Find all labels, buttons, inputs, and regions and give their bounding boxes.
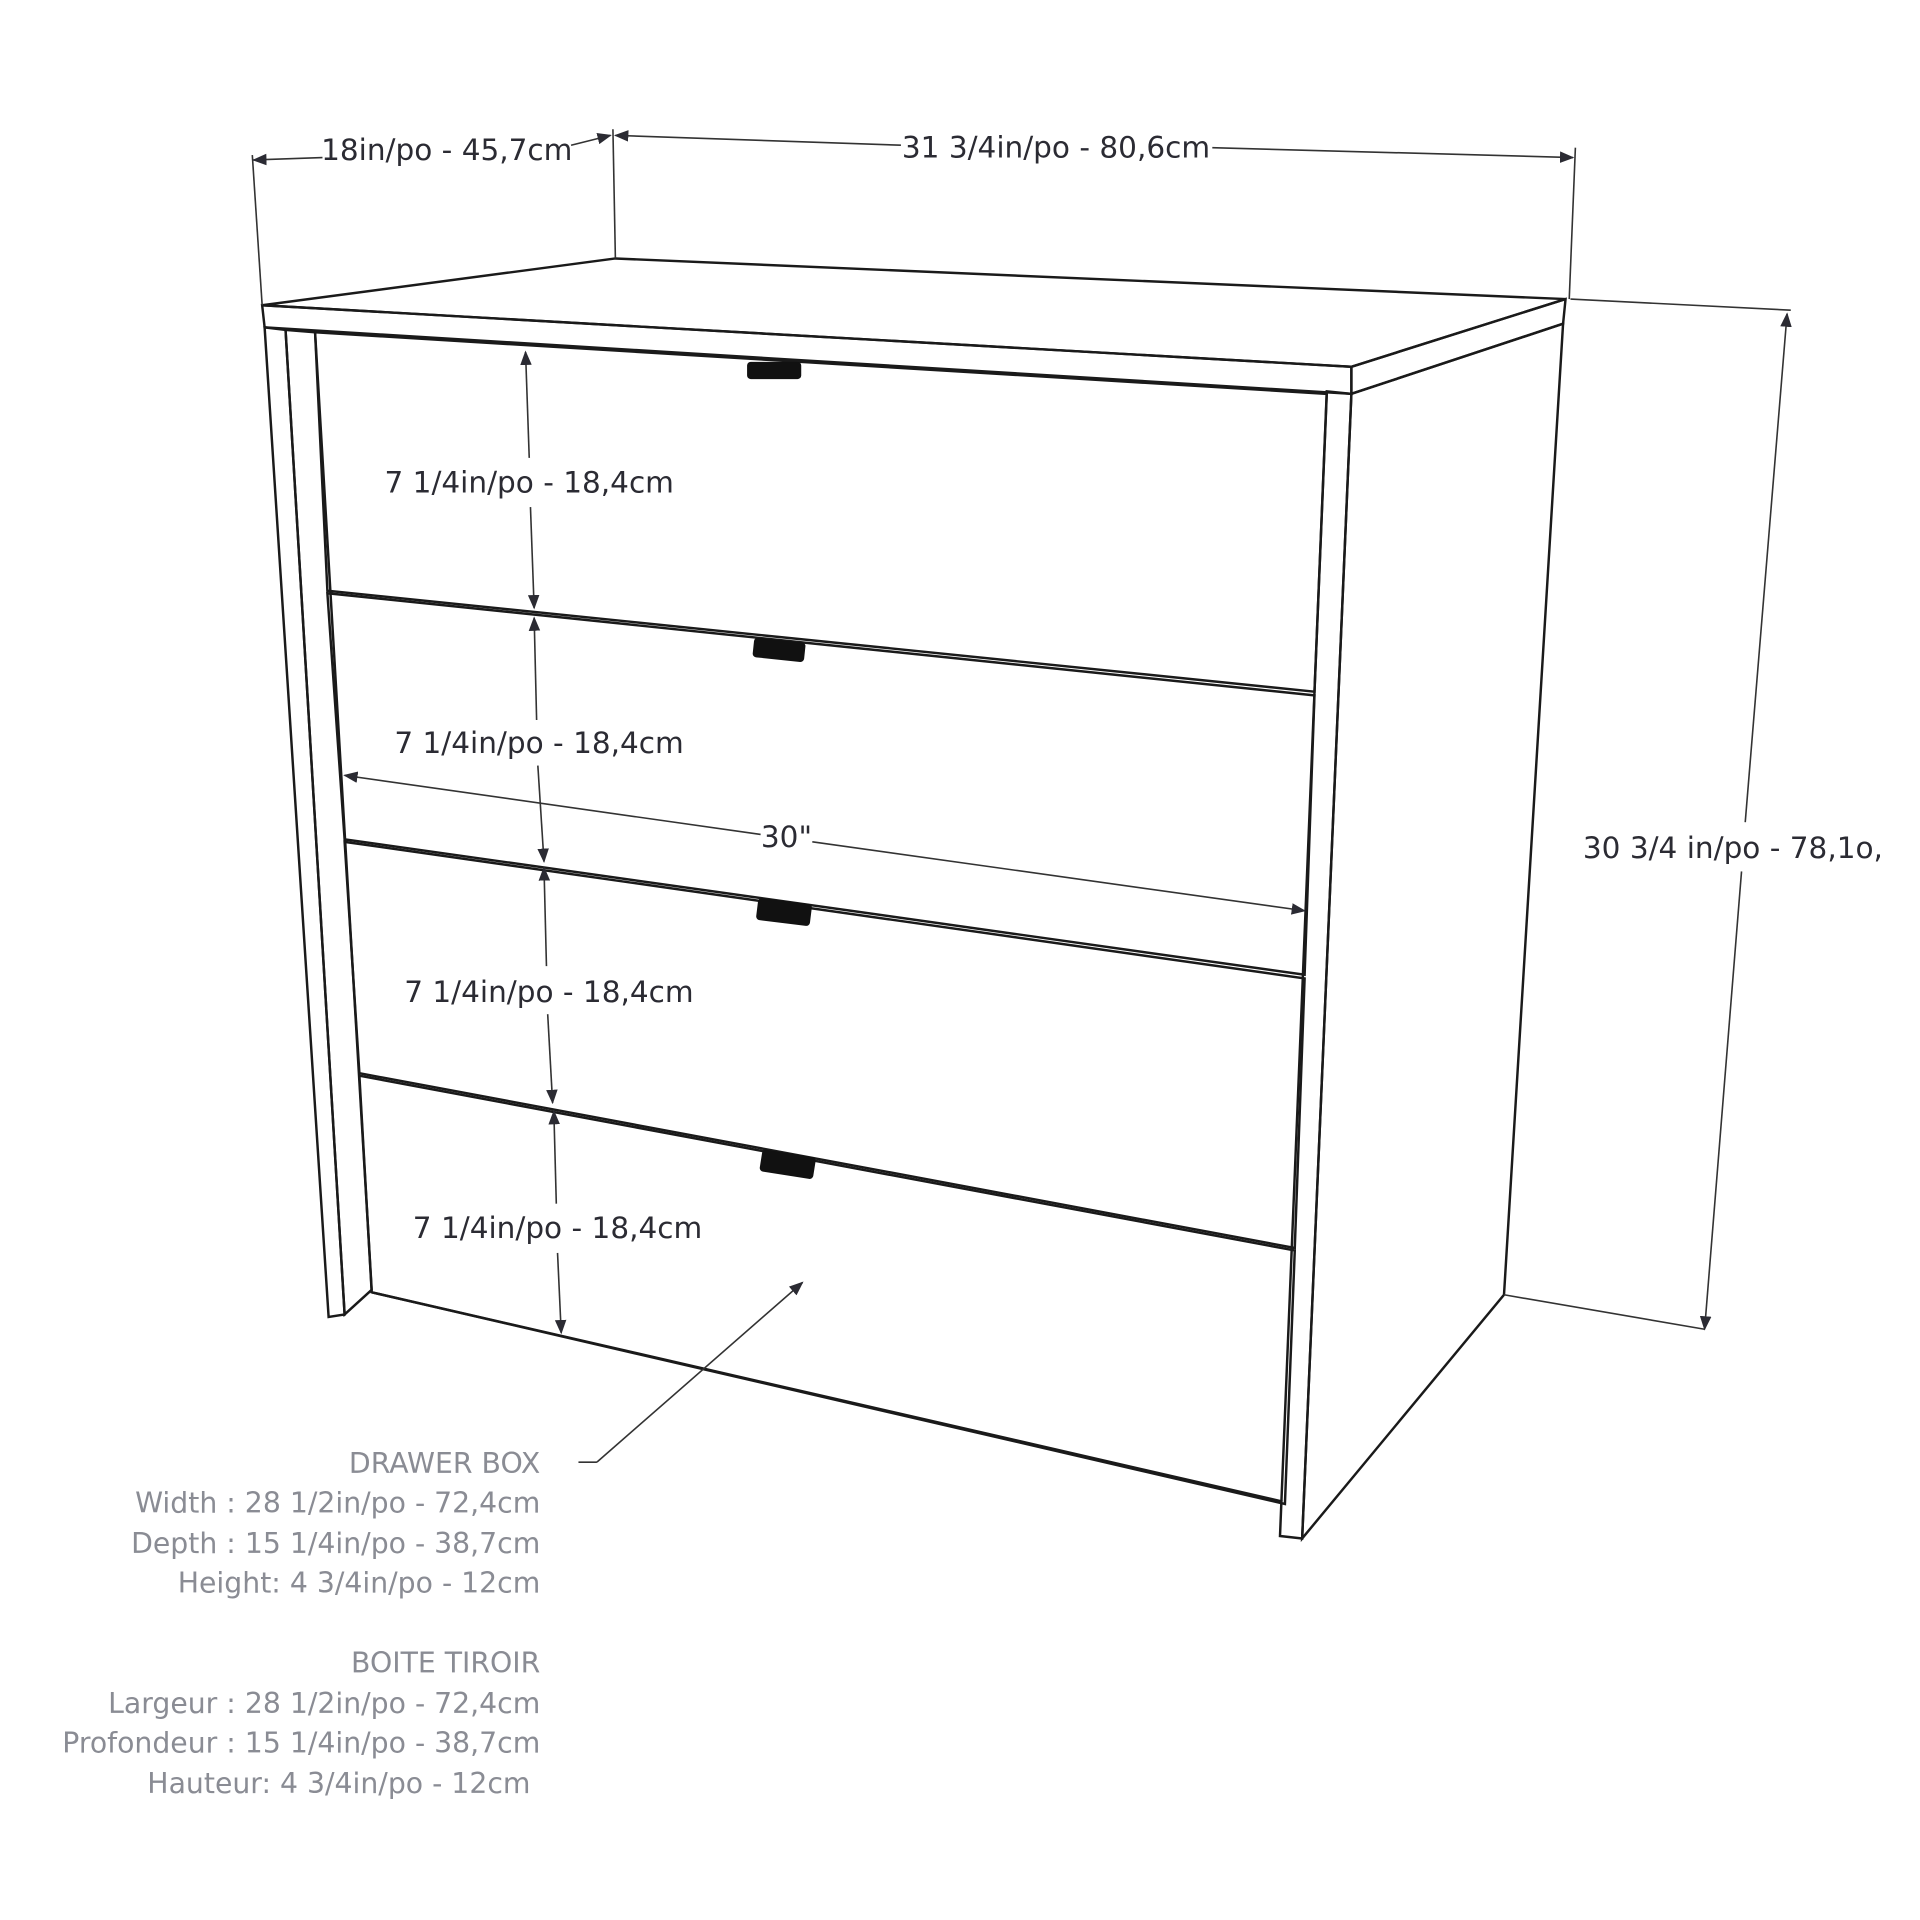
drawer-1-height-label: 7 1/4in/po - 18,4cm bbox=[385, 465, 674, 499]
boite-tiroir-title: BOITE TIROIR bbox=[351, 1647, 540, 1680]
drawer-4-height-label: 7 1/4in/po - 18,4cm bbox=[413, 1211, 702, 1245]
drawer-3-height-label: 7 1/4in/po - 18,4cm bbox=[404, 975, 693, 1009]
chest bbox=[260, 257, 1705, 1543]
drawer-box-notes-en: DRAWER BOX Width : 28 1/2in/po - 72,4cm … bbox=[131, 1447, 540, 1599]
drawer-2[interactable] bbox=[326, 591, 1316, 977]
boite-tiroir-hauteur: Hauteur: 4 3/4in/po - 12cm bbox=[147, 1767, 530, 1800]
side-panel bbox=[1300, 321, 1565, 1543]
inner-width-label: 30" bbox=[761, 820, 812, 854]
dimension-lines bbox=[251, 129, 1792, 1463]
left-panel-inner bbox=[284, 328, 373, 1318]
drawer-box-notes-fr: BOITE TIROIR Largeur : 28 1/2in/po - 72,… bbox=[62, 1647, 540, 1801]
top-surface bbox=[261, 257, 1566, 369]
right-panel-edge bbox=[1278, 390, 1353, 1540]
drawer-box-title: DRAWER BOX bbox=[349, 1447, 540, 1480]
left-panel-edge bbox=[263, 325, 346, 1319]
drawer-4[interactable] bbox=[358, 1074, 1297, 1506]
drawer-box-width: Width : 28 1/2in/po - 72,4cm bbox=[135, 1487, 540, 1520]
drawer-3[interactable] bbox=[343, 840, 1306, 1250]
drawer-4-handle[interactable] bbox=[759, 1149, 816, 1179]
depth-label: 18in/po - 45,7cm bbox=[321, 133, 572, 167]
drawer-box-height: Height: 4 3/4in/po - 12cm bbox=[178, 1567, 541, 1600]
height-label: 30 3/4 in/po - 78,1o, bbox=[1583, 831, 1883, 865]
drawer-box-depth: Depth : 15 1/4in/po - 38,7cm bbox=[131, 1527, 540, 1560]
boite-tiroir-profondeur: Profondeur : 15 1/4in/po - 38,7cm bbox=[62, 1727, 540, 1760]
boite-tiroir-largeur: Largeur : 28 1/2in/po - 72,4cm bbox=[108, 1687, 540, 1720]
drawer-2-height-label: 7 1/4in/po - 18,4cm bbox=[394, 726, 683, 760]
drawer-2-handle[interactable] bbox=[752, 637, 806, 662]
top-front-edge bbox=[260, 303, 1353, 396]
width-label: 31 3/4in/po - 80,6cm bbox=[902, 131, 1210, 165]
top-side-edge bbox=[1350, 297, 1567, 396]
drawer-3-handle[interactable] bbox=[756, 898, 812, 927]
drawer-1[interactable] bbox=[313, 330, 1329, 694]
drawer-1-handle[interactable] bbox=[747, 361, 802, 380]
